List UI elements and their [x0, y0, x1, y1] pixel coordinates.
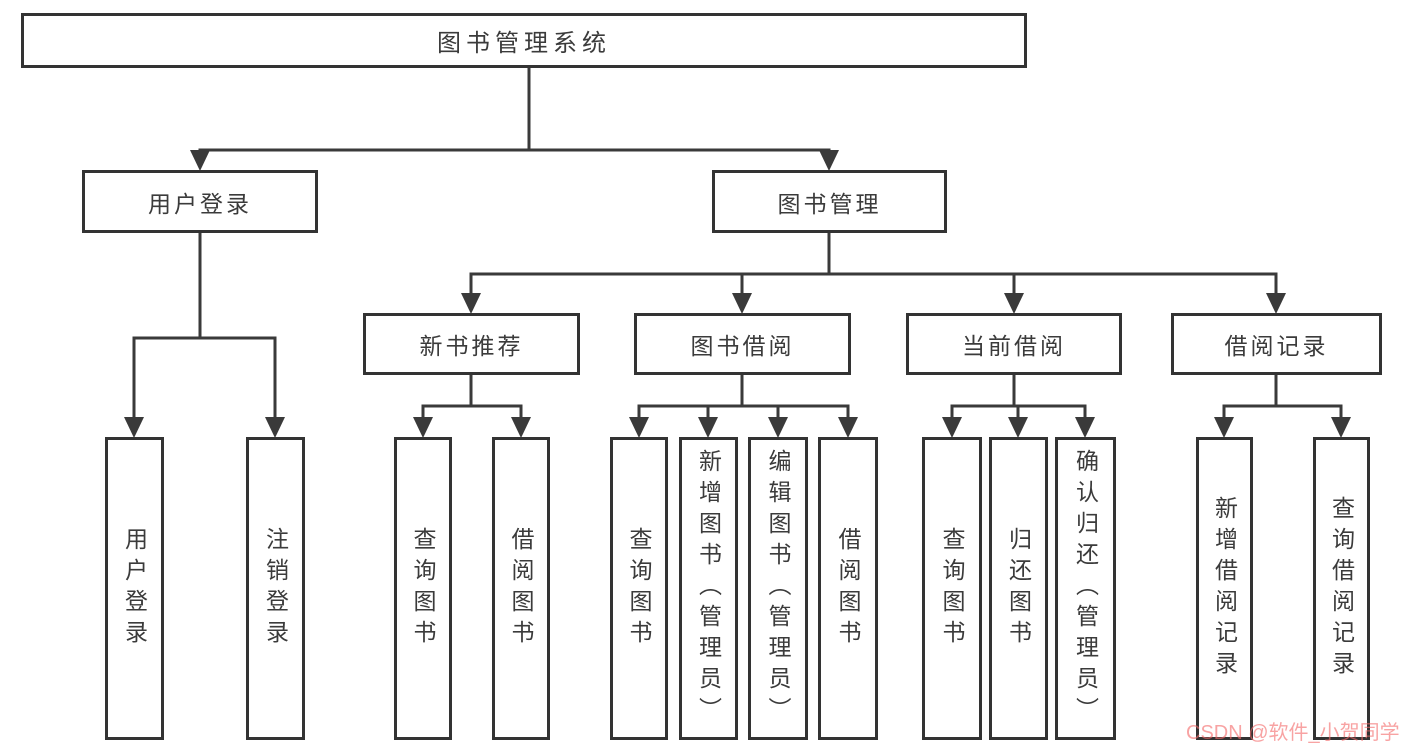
leaf-borrow-books: 借阅图书: [818, 437, 878, 740]
node-label: 确认归还（管理员）: [1072, 449, 1099, 728]
leaf-edit-book-admin: 编辑图书（管理员）: [748, 437, 808, 740]
node-book-management: 图书管理: [712, 170, 947, 233]
arrowhead-icon: [511, 417, 531, 438]
watermark: CSDN @软件_小贺同学: [1186, 722, 1400, 744]
arrowhead-icon: [265, 417, 285, 438]
node-label: 查询图书: [939, 526, 965, 651]
node-label: 借阅记录: [1224, 333, 1329, 359]
arrowhead-icon: [124, 417, 144, 438]
node-book-borrow: 图书借阅: [634, 313, 851, 375]
node-label: 新增借阅记录: [1211, 495, 1238, 682]
arrowhead-icon: [629, 417, 649, 438]
leaf-user-login: 用户登录: [105, 437, 164, 740]
arrowhead-icon: [461, 293, 481, 314]
node-label: 当前借阅: [962, 333, 1066, 359]
arrowhead-icon: [1075, 417, 1095, 438]
arrowhead-icon: [819, 150, 839, 171]
leaf-borrow-books-recommend: 借阅图书: [492, 437, 550, 740]
leaf-query-books-current: 查询图书: [922, 437, 982, 740]
node-label: 归还图书: [1005, 526, 1032, 651]
connector-borrow-records: [1214, 375, 1351, 438]
connector-user-login: [124, 233, 285, 438]
arrowhead-icon: [190, 150, 210, 171]
node-label: 新增图书（管理员）: [695, 449, 722, 728]
node-new-book-recommend: 新书推荐: [363, 313, 580, 375]
connector-current-borrow: [942, 375, 1095, 438]
node-label: 查询图书: [410, 526, 436, 651]
leaf-add-book-admin: 新增图书（管理员）: [679, 437, 738, 740]
node-borrow-records: 借阅记录: [1171, 313, 1382, 375]
arrowhead-icon: [732, 293, 752, 314]
leaf-return-book: 归还图书: [989, 437, 1048, 740]
node-root: 图书管理系统: [21, 13, 1027, 68]
node-current-borrow: 当前借阅: [906, 313, 1122, 375]
connector-book-borrow: [629, 375, 858, 438]
node-label: 图书管理: [777, 190, 882, 217]
leaf-query-books-borrow: 查询图书: [610, 437, 668, 740]
leaf-query-borrow-record: 查询借阅记录: [1313, 437, 1370, 740]
arrowhead-icon: [1214, 417, 1234, 438]
arrowhead-icon: [1008, 417, 1028, 438]
node-label: 借阅图书: [835, 526, 861, 651]
node-label: 图书管理系统: [437, 30, 611, 57]
node-label: 查询图书: [626, 526, 652, 651]
arrowhead-icon: [413, 417, 433, 438]
arrowhead-icon: [698, 417, 718, 438]
arrowhead-icon: [838, 417, 858, 438]
node-label: 用户登录: [121, 526, 148, 651]
leaf-query-books-recommend: 查询图书: [394, 437, 452, 740]
connector-root: [190, 68, 839, 171]
node-label: 用户登录: [148, 190, 252, 217]
node-user-login: 用户登录: [82, 170, 318, 233]
leaf-logout: 注销登录: [246, 437, 305, 740]
leaf-add-borrow-record: 新增借阅记录: [1196, 437, 1253, 740]
node-label: 注销登录: [262, 526, 289, 651]
node-label: 编辑图书（管理员）: [765, 449, 791, 728]
connector-book-management: [461, 233, 1286, 314]
arrowhead-icon: [768, 417, 788, 438]
connector-new-book-recommend: [413, 375, 531, 438]
node-label: 借阅图书: [508, 526, 534, 651]
leaf-confirm-return-admin: 确认归还（管理员）: [1055, 437, 1116, 740]
node-label: 新书推荐: [419, 333, 524, 359]
arrowhead-icon: [1004, 293, 1024, 314]
node-label: 图书借阅: [690, 333, 795, 359]
arrowhead-icon: [1331, 417, 1351, 438]
arrowhead-icon: [1266, 293, 1286, 314]
arrowhead-icon: [942, 417, 962, 438]
node-label: 查询借阅记录: [1328, 495, 1355, 682]
